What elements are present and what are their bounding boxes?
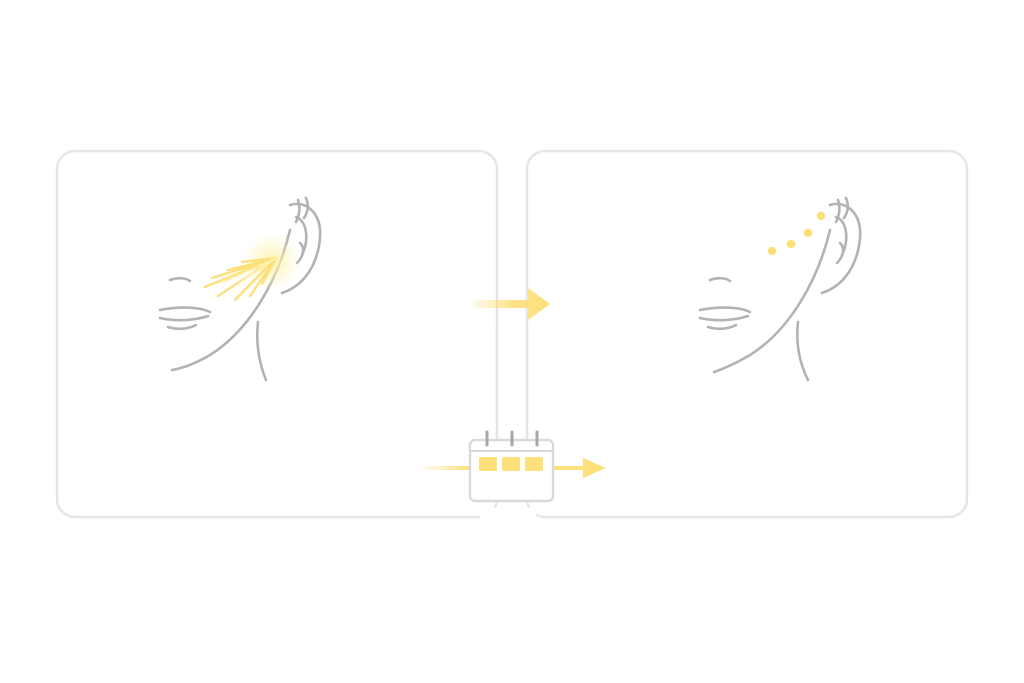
- dots-trail-icon: [767, 211, 826, 256]
- arrow-right-icon: [552, 458, 606, 478]
- timeline: [418, 430, 606, 522]
- after-panel: [525, 149, 969, 519]
- light-burst-icon: [203, 234, 300, 302]
- arrow-right-icon: [468, 288, 550, 320]
- face-profile-icon: [698, 196, 862, 382]
- panel-separator: [495, 330, 529, 420]
- calendar-icon: [468, 430, 555, 503]
- before-panel: [55, 149, 499, 519]
